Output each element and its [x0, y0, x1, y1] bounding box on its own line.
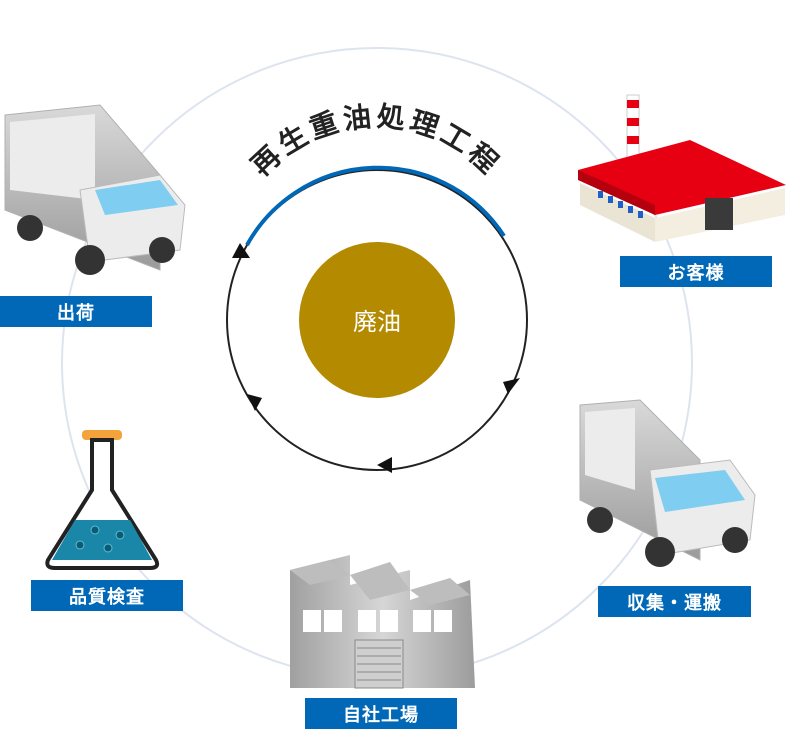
waste-oil-label: 廃油 [353, 308, 401, 336]
cycle-arrow-top-left [232, 243, 250, 258]
collection-truck-icon [579, 399, 756, 567]
label-customer: お客様 [620, 256, 772, 287]
label-inspection: 品質検査 [31, 580, 183, 611]
cycle-arrow-bottom [377, 457, 392, 473]
title-arc-line [245, 165, 506, 246]
flask-icon [45, 430, 160, 570]
label-collection: 収集・運搬 [598, 586, 751, 617]
label-factory: 自社工場 [305, 698, 457, 729]
label-shipping: 出荷 [0, 296, 152, 327]
inner-cycle-ring [226, 169, 528, 471]
shipping-truck-icon [4, 104, 186, 275]
factory-icon [290, 555, 475, 689]
waste-oil-circle [299, 242, 455, 398]
cycle-arrow-right [503, 378, 520, 394]
customer-building-icon [578, 94, 786, 242]
cycle-arrow-left [247, 394, 262, 411]
